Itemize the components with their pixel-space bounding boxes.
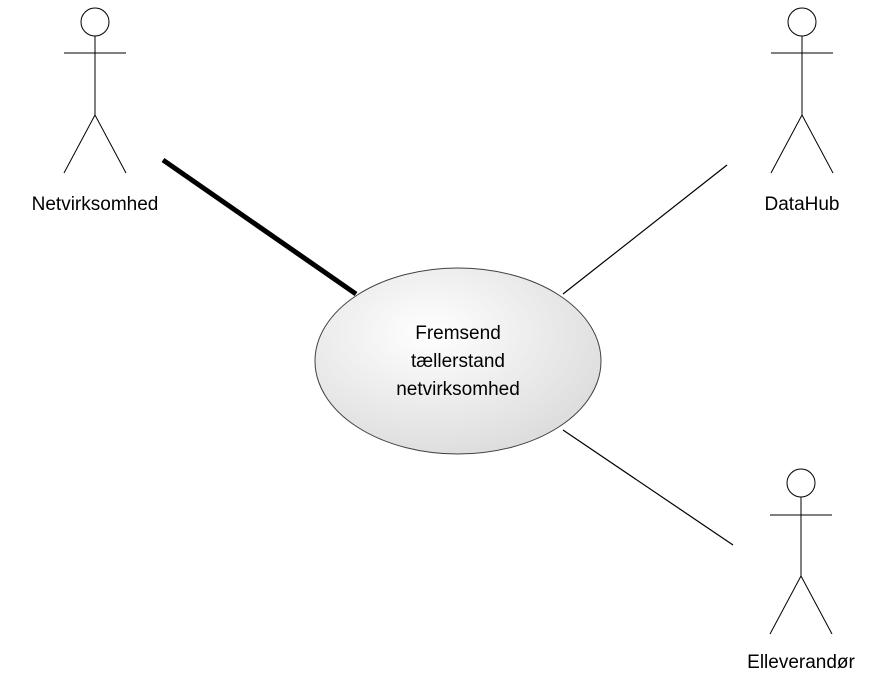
use-case[interactable]: Fremsend tællerstand netvirksomhed xyxy=(314,267,602,455)
actor-left-leg xyxy=(63,114,96,174)
association-datahub xyxy=(562,164,728,295)
actor-label-netvirksomhed: Netvirksomhed xyxy=(32,194,159,215)
actor-right-leg xyxy=(94,114,127,174)
actor-datahub[interactable]: DataHub xyxy=(765,7,840,215)
use-case-label-line-3: netvirksomhed xyxy=(396,379,520,400)
actor-elleverandor[interactable]: Elleverandør xyxy=(747,468,856,673)
use-case-ellipse xyxy=(314,267,602,455)
association-netvirksomhed xyxy=(161,157,358,297)
use-case-label-line-1: Fremsend xyxy=(415,323,501,344)
actor-label-datahub: DataHub xyxy=(765,194,840,215)
association-elleverandor xyxy=(562,429,734,546)
actor-netvirksomhed[interactable]: Netvirksomhed xyxy=(32,7,159,215)
use-case-label-line-2: tællerstand xyxy=(411,351,505,372)
actor-head xyxy=(80,7,110,37)
actor-right-leg xyxy=(801,114,834,174)
actor-left-leg xyxy=(769,575,802,635)
actor-left-leg xyxy=(770,114,803,174)
actor-head xyxy=(786,468,816,498)
actor-head xyxy=(787,7,817,37)
actor-right-leg xyxy=(800,575,833,635)
actor-label-elleverandor: Elleverandør xyxy=(747,652,855,673)
